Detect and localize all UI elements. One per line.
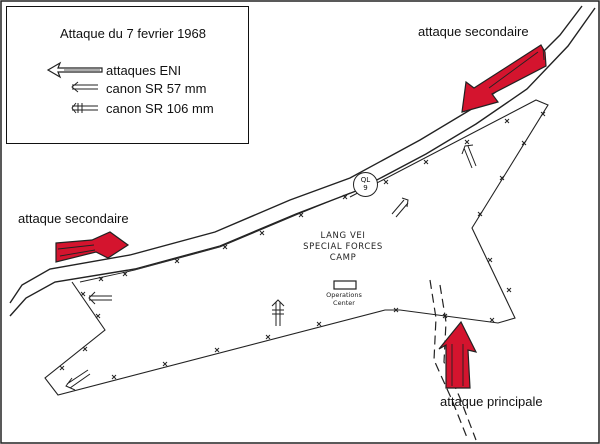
operations-center-building (333, 280, 357, 290)
camp-name-label: LANG VEI SPECIAL FORCES CAMP (296, 231, 390, 264)
label-main-attack: attaque principale (440, 394, 543, 409)
camp-perimeter-fence (44, 99, 549, 396)
operations-center-label: Operations Center (322, 291, 366, 307)
perimeter-wire-marks (59, 111, 546, 380)
route-ql9-sign: QL 9 (353, 172, 378, 197)
main-attack-arrow (438, 320, 478, 389)
secondary-attack-arrow-left (55, 231, 130, 263)
sr106-gun-map-icon (271, 299, 285, 326)
sr106-gun-icon (71, 102, 98, 114)
track-dashed-left (439, 284, 477, 441)
route-sign-line2: 9 (363, 184, 368, 192)
road-wire-line (79, 192, 351, 283)
sr57-gun-map-icon (391, 197, 409, 218)
sr57-gun-map-icon (461, 144, 477, 169)
enemy-attack-arrow-icon (46, 61, 103, 79)
route-sign-line1: QL (360, 176, 371, 184)
legend-label-sr57: canon SR 57 mm (106, 80, 207, 96)
secondary-attack-arrow-top (461, 44, 547, 113)
label-secondary-attack-top: attaque secondaire (418, 24, 529, 39)
road-wire-marks (98, 194, 348, 282)
legend-title: Attaque du 7 fevrier 1968 (60, 26, 206, 41)
operations-label-line1: Operations (326, 291, 362, 299)
legend-label-sr106: canon SR 106 mm (106, 100, 214, 116)
legend-label-enemy-attacks: attaques ENI (106, 62, 182, 78)
camp-label-line1: LANG VEI (320, 231, 366, 241)
camp-label-line3: CAMP (329, 253, 357, 263)
sr57-gun-icon (71, 81, 98, 93)
legend-item-sr106: canon SR 106 mm (42, 99, 214, 117)
camp-label-line2: SPECIAL FORCES (303, 242, 383, 252)
legend-item-sr57: canon SR 57 mm (42, 79, 206, 97)
operations-label-line2: Center (333, 299, 355, 307)
sr57-gun-map-icon (65, 369, 91, 391)
legend-panel: Attaque du 7 fevrier 1968 attaques ENI c… (6, 6, 249, 144)
legend-item-enemy-attacks: attaques ENI (42, 61, 181, 79)
sr57-gun-map-icon (88, 291, 112, 305)
label-secondary-attack-left: attaque secondaire (18, 211, 129, 226)
